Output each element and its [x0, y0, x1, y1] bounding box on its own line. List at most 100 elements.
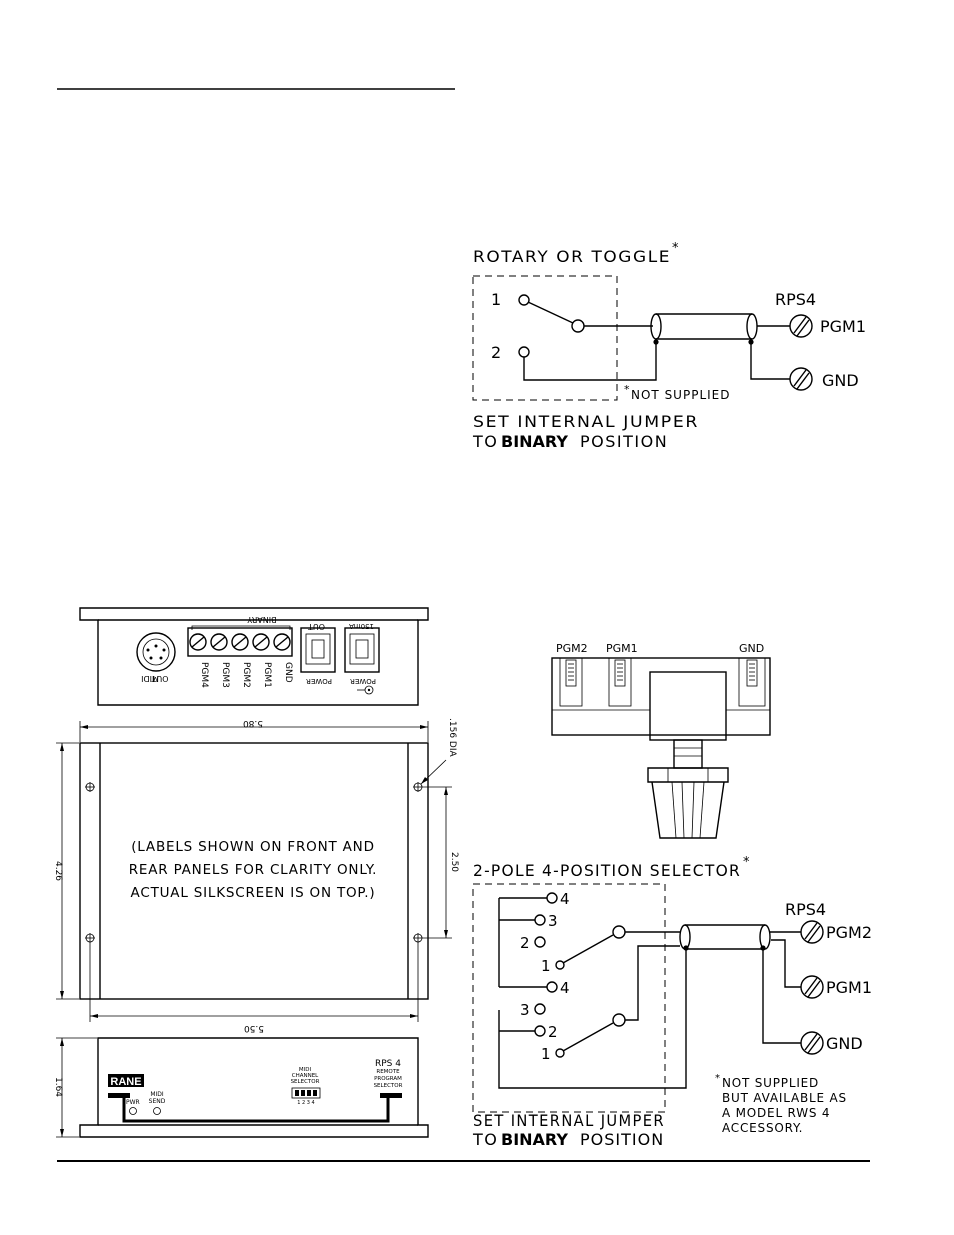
rotary-shielded-cable — [650, 313, 758, 340]
top-view-drawing: 5.80 5.50 4.26 2.50 .156 DIA (LABELS SHO… — [53, 718, 459, 1033]
sel-a-pos3: 3 — [548, 912, 558, 930]
connector-screw-gnd — [738, 657, 766, 707]
rotary-pos-1: 1 — [491, 290, 501, 309]
sel-a-pos2: 2 — [520, 934, 530, 952]
dip-switch — [291, 1087, 321, 1099]
terminal-label-gnd: GND — [283, 662, 293, 683]
rotary-switch-body — [649, 671, 727, 741]
midi-ch-label-2: CHANNEL — [292, 1073, 319, 1079]
connector-screw-pgm2 — [559, 657, 583, 707]
rotary-jumper-pos: POSITION — [580, 432, 668, 451]
terminal-label-pgm2: PGM2 — [241, 662, 251, 688]
pwr-led — [129, 1107, 137, 1115]
selector-jumper-binary: BINARY — [501, 1130, 568, 1149]
midi-send-led — [153, 1107, 161, 1115]
connector-screw-pgm1 — [608, 657, 632, 707]
rotary-note: NOT SUPPLIED — [631, 388, 731, 402]
selector-rps4: RPS4 — [785, 900, 826, 919]
hole-dia-label: .156 DIA — [447, 718, 457, 757]
ma-label: 150mA — [349, 622, 374, 630]
power-label-out: POWER — [306, 677, 332, 685]
selector-gnd: GND — [826, 1034, 863, 1053]
dim-width-bottom: 5.50 — [244, 1023, 264, 1033]
midi-out-label-1: MIDI — [141, 674, 159, 683]
selector-note-star: * — [715, 1073, 720, 1084]
sel-b-pos4: 4 — [560, 979, 570, 997]
mounting-hole — [413, 782, 423, 792]
rotary-jumper-line1: SET INTERNAL JUMPER — [473, 412, 699, 431]
rotary-rps4: RPS4 — [775, 290, 816, 309]
midi-ch-label-3: SELECTOR — [291, 1079, 320, 1085]
rotary-common — [571, 319, 585, 333]
midi-out-connector — [136, 632, 176, 672]
pwr-label: PWR — [126, 1099, 140, 1106]
connector-pgm1: PGM1 — [606, 642, 638, 655]
selector-shielded-cable — [679, 924, 771, 950]
dim-height: 4.26 — [53, 861, 63, 881]
selector-title: 2-POLE 4-POSITION SELECTOR — [473, 861, 741, 880]
selector-diagram: 2-POLE 4-POSITION SELECTOR * 4 3 2 1 4 3… — [472, 855, 872, 1149]
selector-note-1: NOT SUPPLIED — [722, 1076, 819, 1090]
rotary-contact-1 — [518, 294, 530, 306]
selector-pgm1: PGM1 — [826, 978, 872, 997]
rotary-gnd: GND — [822, 371, 859, 390]
terminal-label-pgm4: PGM4 — [199, 662, 209, 688]
selector-note-2: BUT AVAILABLE AS — [722, 1091, 847, 1105]
rotary-terminal-gnd — [789, 367, 813, 391]
dim-rear-height: 1.64 — [53, 1077, 63, 1097]
rotary-contact-2 — [518, 346, 530, 358]
sel-a-pos1: 1 — [541, 957, 551, 975]
power-label-in: POWER — [350, 677, 376, 685]
mounting-hole — [413, 933, 423, 943]
midi-out-label-2: OUT — [151, 674, 168, 683]
rane-logo — [108, 1074, 144, 1087]
selector-note-4: ACCESSORY. — [722, 1121, 803, 1135]
selector-terminal-gnd — [800, 1031, 824, 1055]
midi-send-label-2: SEND — [149, 1098, 166, 1105]
rotary-knob — [651, 781, 725, 839]
top-note-2: REAR PANELS FOR CLARITY ONLY. — [129, 862, 378, 878]
power-jack — [344, 627, 380, 673]
model-sub-2: PROGRAM — [374, 1076, 402, 1082]
midi-send-label-1: MIDI — [150, 1091, 164, 1098]
selector-jumper-to: TO — [472, 1130, 498, 1149]
sel-b-pos3: 3 — [520, 1001, 530, 1019]
selector-note-3: A MODEL RWS 4 — [722, 1106, 830, 1120]
rear-panel-drawing: RANE PWR MIDI SEND MIDI CHANNEL SELECTOR… — [53, 1037, 429, 1138]
dim-width-top: 5.80 — [243, 718, 263, 728]
dim-hole-spacing: 2.50 — [449, 852, 459, 872]
front-panel-drawing: MIDI OUT BINARY PGM4 PGM3 PGM2 PGM1 GND … — [79, 607, 429, 706]
top-note-3: ACTUAL SILKSCREEN IS ON TOP.) — [131, 885, 376, 901]
model-label: RPS 4 — [375, 1059, 401, 1069]
selector-terminal-pgm1 — [800, 975, 824, 999]
rotary-pos-2: 2 — [491, 343, 501, 362]
binary-label: BINARY — [247, 615, 276, 624]
terminal-block — [187, 627, 293, 657]
sel-a-pos4: 4 — [560, 890, 570, 908]
selector-pgm2: PGM2 — [826, 923, 872, 942]
connector-drawing: PGM2 PGM1 GND — [551, 642, 771, 839]
rotary-nut — [647, 767, 729, 783]
rotary-jumper-to: TO — [472, 432, 498, 451]
rotary-title-asterisk: * — [672, 241, 679, 256]
selector-terminal-pgm2 — [800, 920, 824, 944]
rotary-title: ROTARY OR TOGGLE — [473, 247, 671, 266]
terminal-label-pgm3: PGM3 — [220, 662, 230, 688]
rotary-pgm1: PGM1 — [820, 317, 866, 336]
rane-logo-text: RANE — [110, 1076, 141, 1088]
selector-title-asterisk: * — [743, 855, 750, 870]
connector-gnd: GND — [739, 642, 764, 655]
model-sub-3: SELECTOR — [374, 1083, 403, 1089]
rotary-terminal-pgm1 — [789, 314, 813, 338]
terminal-label-pgm1: PGM1 — [262, 662, 272, 688]
rotary-shaft-bushing — [673, 739, 703, 769]
out-jack — [300, 627, 336, 673]
selector-jumper-pos: POSITION — [580, 1130, 664, 1149]
mounting-hole — [85, 933, 95, 943]
rotary-toggle-diagram: ROTARY OR TOGGLE * 1 2 RPS4 PGM — [472, 241, 866, 451]
top-note-1: (LABELS SHOWN ON FRONT AND — [131, 839, 375, 855]
dip-numbers: 1 2 3 4 — [297, 1100, 315, 1106]
model-sub-1: REMOTE — [376, 1069, 400, 1075]
sel-b-pos2: 2 — [548, 1023, 558, 1041]
